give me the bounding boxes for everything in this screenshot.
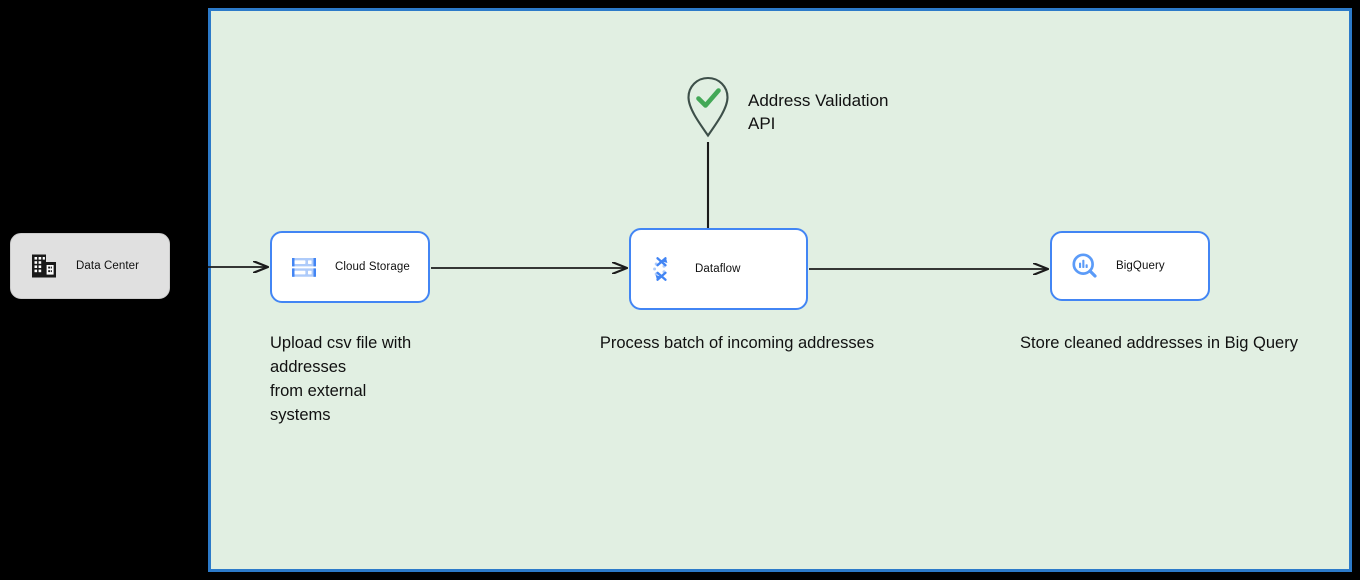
data-center-icon — [29, 251, 59, 281]
node-dataflow-label: Dataflow — [695, 263, 741, 275]
dataflow-icon — [649, 254, 679, 284]
node-data-center[interactable]: Data Center — [10, 233, 170, 299]
caption-upload: Upload csv file with addresses from exte… — [270, 334, 412, 424]
address-validation-api-pin[interactable] — [686, 76, 730, 138]
address-validation-api-label: Address Validation API — [748, 91, 889, 133]
node-cloud-storage[interactable]: Cloud Storage — [270, 231, 430, 303]
map-pin-check-icon — [687, 76, 729, 138]
node-bigquery[interactable]: BigQuery — [1050, 231, 1210, 301]
node-data-center-label: Data Center — [76, 260, 140, 272]
node-cloud-storage-label: Cloud Storage — [335, 261, 410, 273]
cloud-storage-icon — [289, 252, 319, 282]
caption-store: Store cleaned addresses in Big Query — [1020, 334, 1298, 352]
node-bigquery-label: BigQuery — [1116, 260, 1165, 272]
node-dataflow[interactable]: Dataflow — [629, 228, 808, 310]
bigquery-icon — [1070, 251, 1100, 281]
caption-process: Process batch of incoming addresses — [599, 334, 875, 352]
